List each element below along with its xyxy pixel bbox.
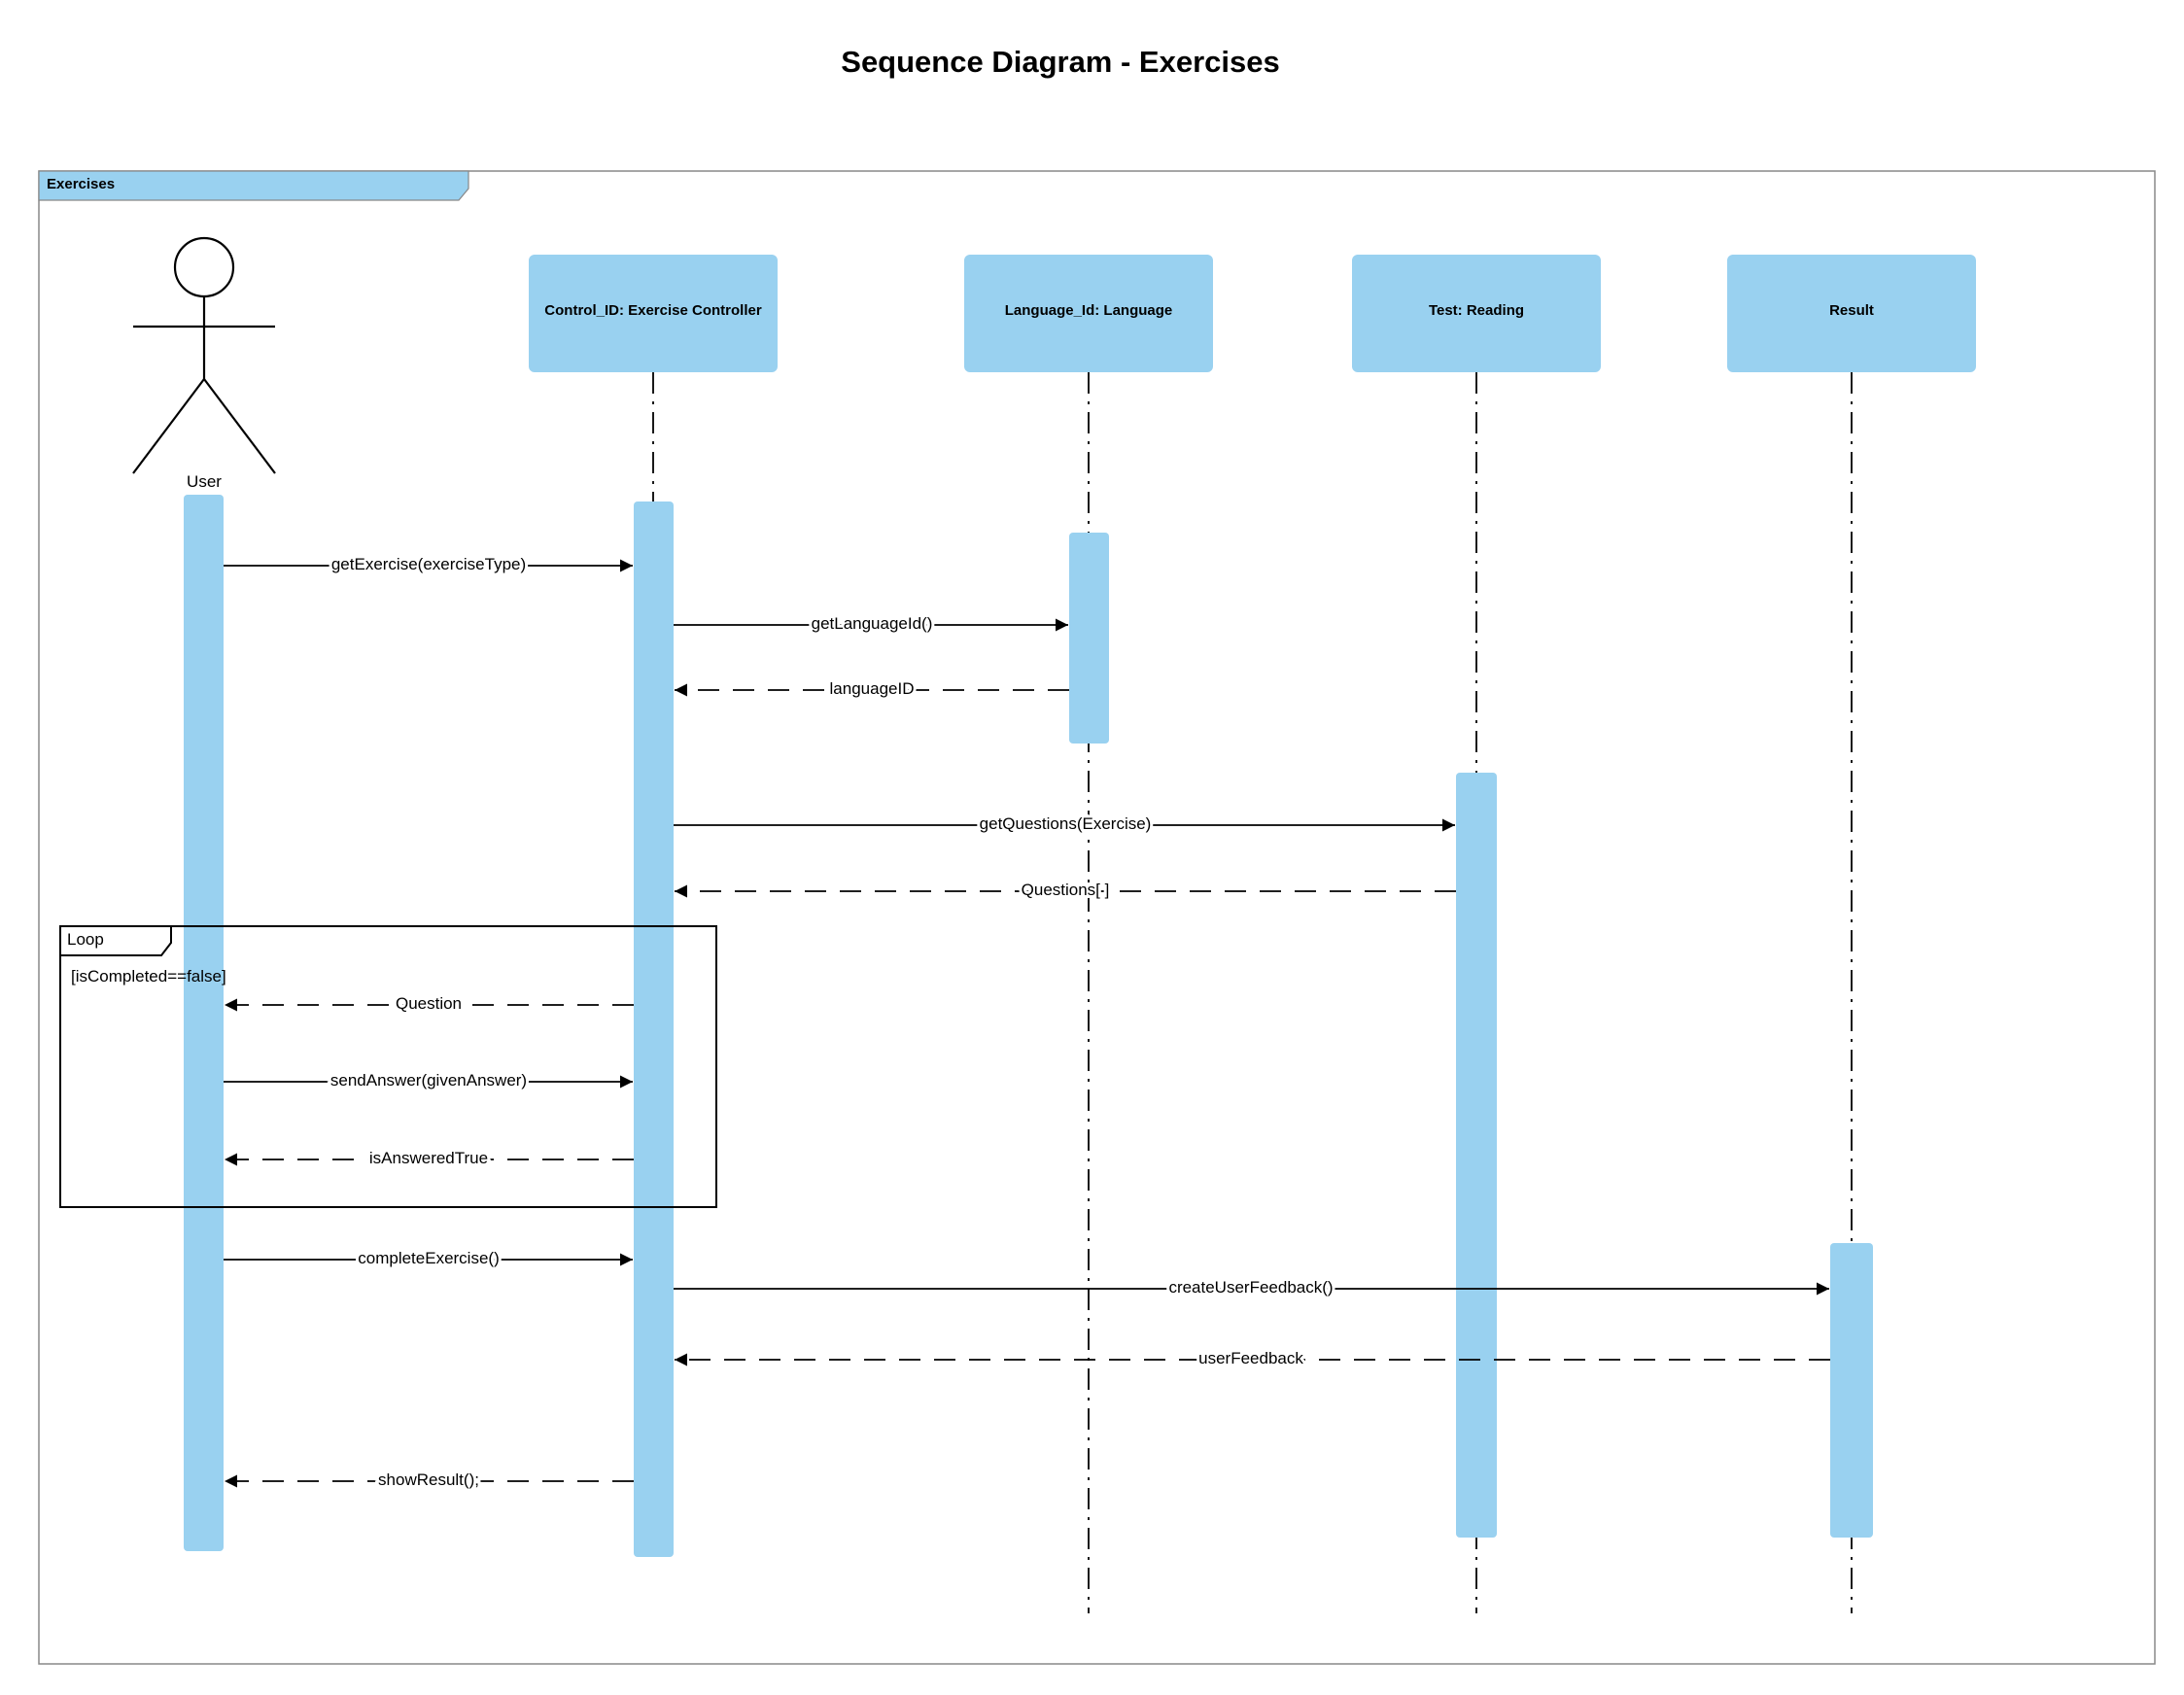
message: getExercise(exerciseType) xyxy=(224,552,633,576)
message: Question xyxy=(225,991,634,1016)
activation-test xyxy=(1456,773,1497,1538)
message: languageID xyxy=(675,676,1069,701)
loop-box xyxy=(59,925,717,1208)
message-label: showResult(); xyxy=(378,1470,479,1489)
message-label: languageID xyxy=(830,679,915,698)
message-label: getLanguageId() xyxy=(812,614,933,633)
message-label: getQuestions(Exercise) xyxy=(980,814,1152,833)
message: userFeedback xyxy=(675,1346,1830,1370)
participant-box xyxy=(529,255,778,372)
page-title: Sequence Diagram - Exercises xyxy=(841,45,1280,79)
participant-test: Test: Reading xyxy=(1352,255,1601,372)
participant-box xyxy=(1352,255,1601,372)
message-label: completeExercise() xyxy=(358,1249,500,1267)
message-label: userFeedback xyxy=(1198,1349,1303,1367)
participant-result: Result xyxy=(1727,255,1976,372)
loop-tab xyxy=(60,925,172,956)
message-label: Questions[ ] xyxy=(1022,881,1110,899)
frame: Exercises xyxy=(38,170,2156,1665)
actor-user: User xyxy=(132,236,276,491)
participant-label: Test: Reading xyxy=(1429,302,1524,319)
message: completeExercise() xyxy=(224,1246,633,1270)
message: showResult(); xyxy=(225,1468,634,1492)
message: Questions[ ] xyxy=(675,878,1456,902)
participant-box xyxy=(1727,255,1976,372)
participant-label: Result xyxy=(1829,302,1874,319)
lifelines xyxy=(652,372,1853,1613)
participant-label: Control_ID: Exercise Controller xyxy=(544,302,762,319)
message: getQuestions(Exercise) xyxy=(674,812,1455,836)
message-label: sendAnswer(givenAnswer) xyxy=(330,1071,527,1090)
activation-result xyxy=(1830,1243,1873,1538)
actor-label: User xyxy=(187,472,222,491)
messages: getExercise(exerciseType) getLanguageId(… xyxy=(224,552,1830,1492)
loop-guard: [isCompleted==false] xyxy=(71,967,226,986)
message-label: getExercise(exerciseType) xyxy=(331,555,526,573)
activation-language xyxy=(1069,533,1109,744)
message-label: isAnsweredTrue xyxy=(369,1149,488,1167)
loop-fragment: Loop [isCompleted==false] xyxy=(59,925,717,1208)
message-label: createUserFeedback() xyxy=(1168,1278,1333,1297)
message: getLanguageId() xyxy=(674,611,1068,636)
activation-bars xyxy=(184,495,1873,1557)
loop-label: Loop xyxy=(67,930,104,949)
message: createUserFeedback() xyxy=(674,1275,1829,1299)
participant-label: Language_Id: Language xyxy=(1005,302,1173,319)
participant-controller: Control_ID: Exercise Controller xyxy=(529,255,778,372)
activation-controller xyxy=(634,502,674,1557)
frame-label-tab xyxy=(38,170,469,201)
participant-language: Language_Id: Language xyxy=(964,255,1213,372)
activation-user xyxy=(184,495,224,1551)
participant-box xyxy=(964,255,1213,372)
message: isAnsweredTrue xyxy=(225,1146,634,1170)
message-label: Question xyxy=(396,994,462,1013)
frame-border xyxy=(38,170,2156,1665)
stick-figure-icon xyxy=(132,236,276,474)
message: sendAnswer(givenAnswer) xyxy=(224,1068,633,1092)
frame-label: Exercises xyxy=(47,176,115,192)
